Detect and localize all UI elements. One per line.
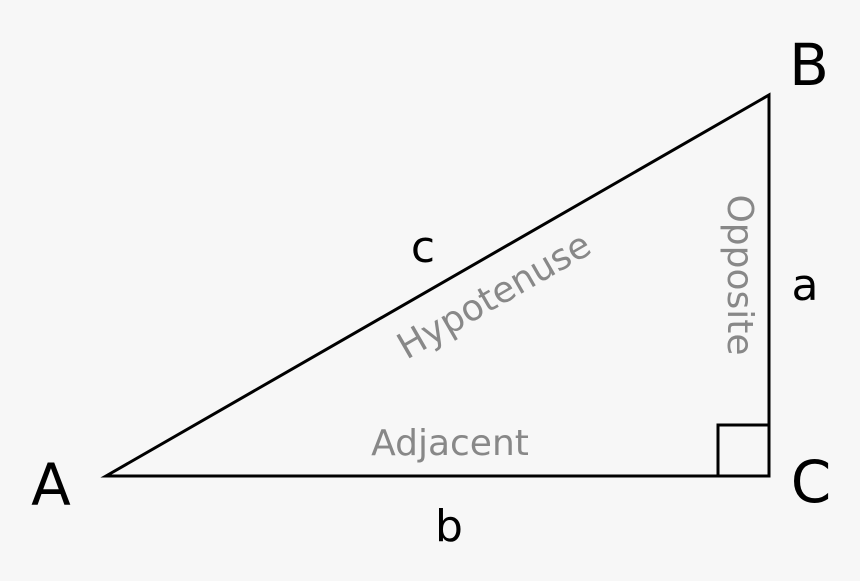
right-angle-marker — [716, 423, 769, 476]
side-label-a: a — [792, 260, 819, 311]
side-name-opposite: Opposite — [719, 194, 760, 355]
side-name-adjacent: Adjacent — [371, 423, 529, 464]
vertex-label-a: A — [31, 451, 71, 519]
side-label-b: b — [435, 501, 463, 552]
vertex-label-c: C — [791, 448, 832, 516]
triangle-shape — [100, 92, 771, 478]
side-label-c: c — [411, 222, 435, 273]
vertex-label-b: B — [789, 31, 829, 99]
